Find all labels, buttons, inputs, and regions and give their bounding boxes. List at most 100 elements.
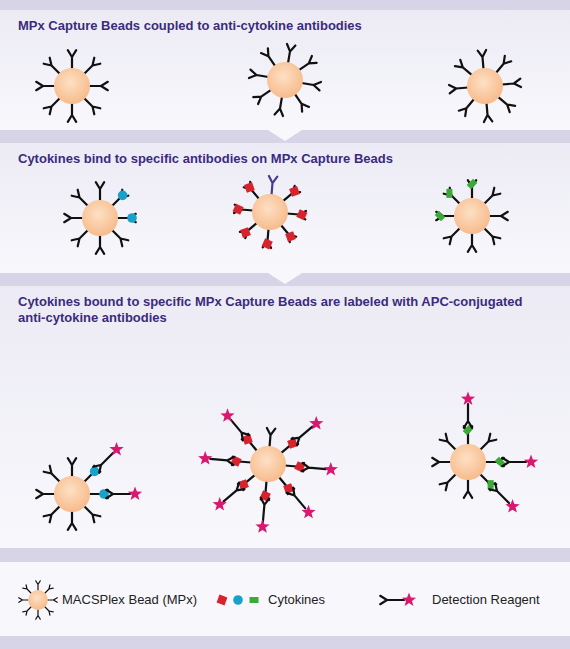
cytokine-square <box>289 186 300 197</box>
capture-antibody <box>498 97 515 112</box>
cytokine-square <box>296 209 307 220</box>
step-band: Cytokines bind to specific antibodies on… <box>0 143 570 273</box>
capture-bead <box>252 194 288 230</box>
capture-bead <box>267 62 303 98</box>
apc-star <box>301 505 315 519</box>
panel-ground <box>0 286 570 548</box>
detection-antibody <box>464 404 472 428</box>
capture-antibody <box>89 82 108 90</box>
apc-star <box>461 392 475 406</box>
capture-antibody <box>84 506 100 522</box>
capture-antibody <box>253 90 271 104</box>
capture-antibody <box>96 182 104 201</box>
capture-antibody <box>44 98 60 114</box>
cytokine-square <box>262 238 273 249</box>
capture-antibody <box>283 186 300 201</box>
cytokine-circle <box>127 213 137 223</box>
cytokine-square <box>233 204 244 215</box>
capture-antibody <box>242 434 257 451</box>
capture-antibody <box>64 214 83 222</box>
detection-antibody <box>106 490 130 498</box>
capture-antibody <box>36 490 55 498</box>
capture-antibody <box>432 458 451 466</box>
capture-antibody <box>440 434 456 450</box>
capture-antibody <box>502 79 521 87</box>
capture-antibody <box>484 188 500 204</box>
capture-antibody <box>84 98 100 114</box>
capture-antibody <box>287 44 295 63</box>
legend-label: Detection Reagent <box>432 592 540 608</box>
panel-ground <box>0 10 570 130</box>
capture-antibody <box>261 48 275 66</box>
step-heading: Cytokines bind to specific antibodies on… <box>18 151 552 167</box>
detection-antibody <box>287 488 306 509</box>
detection-antibody <box>93 453 113 473</box>
step-band: Cytokines bound to specific MPx Capture … <box>0 286 570 548</box>
capture-antibody <box>444 228 460 244</box>
capture-antibody <box>244 182 259 199</box>
detection-antibody <box>261 498 269 522</box>
capture-antibody <box>478 50 486 69</box>
apc-star <box>505 499 519 513</box>
detection-antibody <box>502 458 526 466</box>
capture-antibody <box>36 581 41 591</box>
capture-antibody <box>295 94 309 112</box>
capture-antibody <box>72 230 88 246</box>
capture-antibody <box>44 606 53 615</box>
capture-bead <box>82 200 118 236</box>
apc-star <box>255 519 269 533</box>
cytokine-diamond <box>446 189 452 198</box>
step-chevron <box>268 130 302 141</box>
capture-bead <box>450 444 486 480</box>
capture-bead <box>454 198 490 234</box>
capture-antibody <box>459 99 474 116</box>
capture-antibody <box>112 230 128 246</box>
step-heading: Cytokines bound to specific MPx Capture … <box>18 294 552 326</box>
capture-antibody <box>117 214 136 222</box>
capture-antibody <box>96 235 104 254</box>
capture-antibody <box>480 434 496 450</box>
capture-antibody <box>47 598 57 603</box>
capture-antibody <box>68 458 76 477</box>
capture-antibody <box>464 479 472 498</box>
legend-label: MACSPlex Bead (MPx) <box>62 592 197 608</box>
capture-antibody <box>36 609 41 619</box>
capture-antibody <box>302 82 321 90</box>
capture-antibody <box>23 606 32 615</box>
detection-antibody <box>224 483 245 502</box>
apc-star <box>213 497 227 511</box>
capture-antibody <box>496 56 511 73</box>
cytokine-circle <box>90 467 100 477</box>
capture-antibody <box>68 103 76 122</box>
capture-antibody <box>281 225 296 242</box>
capture-antibody <box>44 506 60 522</box>
detection-antibody <box>231 420 250 441</box>
capture-antibody <box>44 58 60 74</box>
capture-antibody <box>267 428 275 447</box>
capture-antibody <box>36 82 55 90</box>
capture-antibody <box>249 70 268 78</box>
apc-star <box>309 416 323 430</box>
apc-star <box>524 455 538 469</box>
apc-star <box>128 487 142 501</box>
capture-antibody <box>484 103 492 122</box>
step-band: MPx Capture Beads coupled to anti-cytoki… <box>0 10 570 130</box>
capture-antibody <box>468 233 476 252</box>
capture-antibody <box>72 190 88 206</box>
capture-antibody <box>23 585 32 594</box>
detection-antibody <box>380 596 404 604</box>
capture-bead <box>467 68 503 104</box>
cytokine-square <box>240 227 251 238</box>
detection-antibody <box>302 463 326 471</box>
apc-star <box>220 408 234 422</box>
capture-bead <box>54 476 90 512</box>
capture-antibody <box>275 97 283 116</box>
cytokine-square <box>217 595 228 606</box>
capture-antibody <box>68 50 76 69</box>
capture-antibody <box>281 438 298 453</box>
capture-antibody <box>484 228 500 244</box>
capture-antibody <box>489 212 508 220</box>
apc-star <box>198 451 212 465</box>
cytokine-circle <box>233 595 243 605</box>
cytokine-diamond <box>488 480 494 489</box>
